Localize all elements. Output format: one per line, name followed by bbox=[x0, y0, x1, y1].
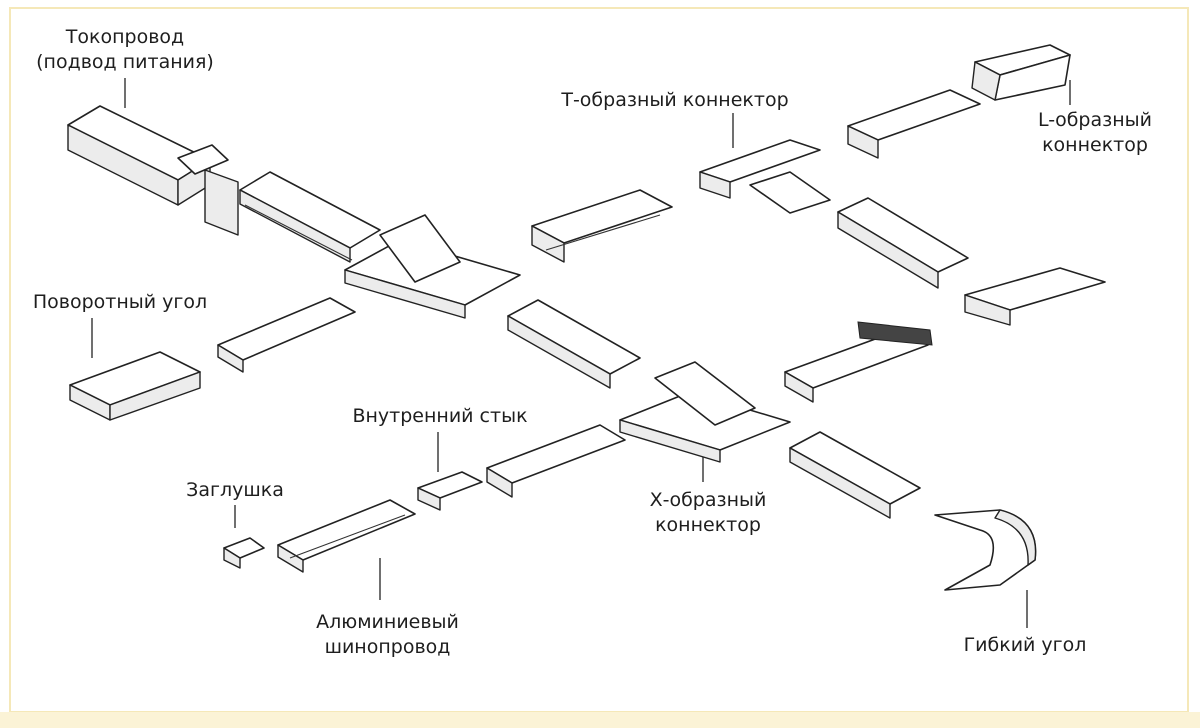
label-inner-joint: Внутренний стык bbox=[352, 405, 528, 427]
t-connector-part bbox=[699, 139, 831, 214]
label-end-cap: Заглушка bbox=[186, 479, 284, 501]
leader-lines bbox=[91, 78, 1071, 628]
bottom-band bbox=[0, 712, 1200, 728]
label-power-feed: Токопровод (подвод питания) bbox=[36, 26, 214, 73]
label-t-connector: Т-образный коннектор bbox=[561, 89, 789, 111]
power-feed-part bbox=[67, 105, 239, 236]
track-segment-6 bbox=[507, 299, 641, 389]
track-segment-5 bbox=[217, 297, 356, 373]
lower-x-connector bbox=[619, 361, 791, 463]
label-l-connector: L-образный коннектор bbox=[1037, 109, 1153, 156]
aluminum-track-part bbox=[277, 499, 416, 573]
label-swivel-corner: Поворотный угол bbox=[32, 291, 208, 313]
track-segment-9 bbox=[789, 431, 921, 519]
label-flexible-corner: Гибкий угол bbox=[963, 634, 1087, 656]
flexible-corner-part bbox=[934, 509, 1037, 591]
label-aluminum-track: Алюминиевый шинопровод bbox=[316, 611, 459, 658]
track-segment-3 bbox=[847, 89, 981, 159]
track-segment-1 bbox=[239, 171, 381, 263]
upper-cross-connector bbox=[344, 214, 521, 319]
track-segment-7 bbox=[784, 321, 933, 403]
swivel-corner-part bbox=[69, 351, 201, 421]
track-segment-8 bbox=[486, 424, 626, 498]
l-connector-part bbox=[971, 44, 1071, 101]
right-corner-connector bbox=[964, 267, 1106, 326]
end-cap-part bbox=[223, 537, 265, 569]
label-x-connector: Х-образный коннектор bbox=[649, 489, 767, 536]
inner-joint-part bbox=[417, 471, 483, 511]
track-segment-4 bbox=[837, 197, 969, 289]
track-segment-2 bbox=[531, 189, 673, 263]
